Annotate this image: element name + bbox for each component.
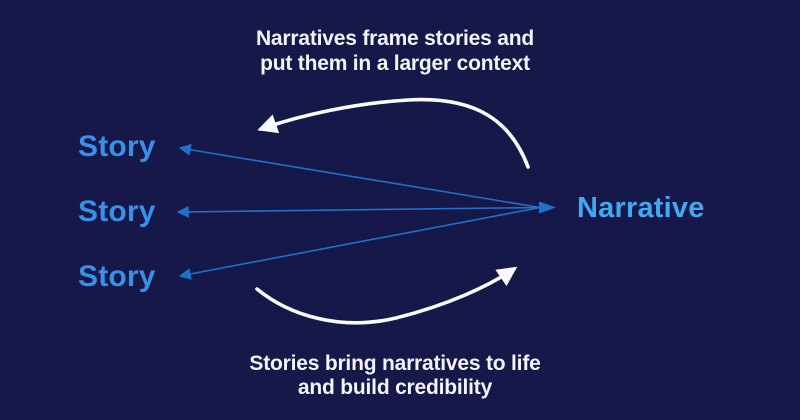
caption-bottom-line1: Stories bring narratives to life — [249, 352, 541, 375]
caption-bottom: Stories bring narratives to life and bui… — [0, 352, 795, 400]
white-curve-arrow-top — [257, 97, 530, 169]
story-node-1: Story — [78, 130, 156, 163]
caption-top: Narratives frame stories and put them in… — [0, 26, 795, 76]
caption-bottom-line2: and build credibility — [297, 376, 493, 399]
connector-arrowhead-toward-narrative — [539, 201, 556, 214]
connector-narrative-to-story-2 — [176, 205, 541, 218]
story-node-3: Story — [78, 260, 156, 293]
caption-top-line1: Narratives frame stories and — [255, 27, 535, 50]
white-curve-arrow-bottom — [255, 266, 518, 325]
caption-top-line2: put them in a larger context — [260, 52, 530, 75]
connector-narrative-to-story-1 — [178, 143, 541, 209]
story-node-2: Story — [78, 195, 156, 228]
narrative-node: Narrative — [577, 192, 705, 224]
connector-narrative-to-story-3 — [178, 206, 541, 280]
